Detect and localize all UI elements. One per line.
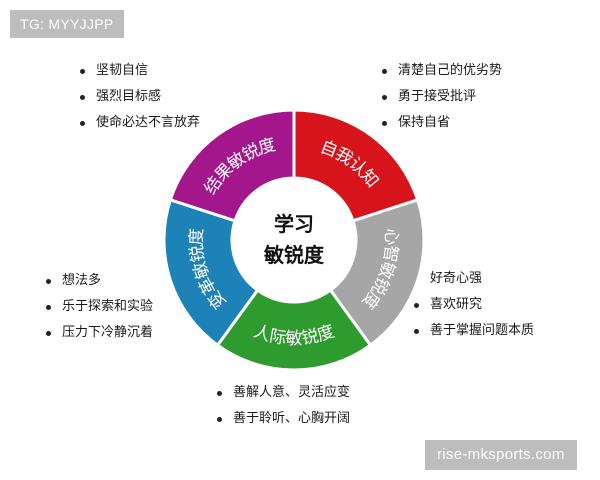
bullet-item: 乐于探索和实验 xyxy=(44,294,153,320)
watermark-top: TG: MYYJJPP xyxy=(10,10,124,38)
bullet-list-bottom: 善解人意、灵活应变 善于聆听、心胸开阔 xyxy=(215,380,350,432)
watermark-bottom: rise-mksports.com xyxy=(425,440,577,470)
bullet-item: 保持自省 xyxy=(380,110,502,136)
bullet-list-left: 想法多 乐于探索和实验 压力下冷静沉着 xyxy=(44,268,153,346)
bullet-item: 压力下冷静沉着 xyxy=(44,320,153,346)
segment-self-awareness xyxy=(292,108,420,223)
bullet-item: 勇于接受批评 xyxy=(380,84,502,110)
bullet-item: 善于掌握问题本质 xyxy=(412,318,534,344)
segment-mental-agility xyxy=(328,197,426,348)
center-disc xyxy=(232,178,356,302)
bullet-item: 喜欢研究 xyxy=(412,292,534,318)
bullet-item: 强烈目标感 xyxy=(78,84,200,110)
bullet-item: 坚韧自信 xyxy=(78,58,200,84)
center-title-line1: 学习 xyxy=(274,212,314,236)
bullet-list-top-left: 坚韧自信 强烈目标感 使命必达不言放弃 xyxy=(78,58,200,136)
center-title-line2: 敏锐度 xyxy=(263,243,325,267)
bullet-item: 善于聆听、心胸开阔 xyxy=(215,406,350,432)
bullet-item: 清楚自己的优劣势 xyxy=(380,58,502,84)
bullet-list-top-right: 清楚自己的优劣势 勇于接受批评 保持自省 xyxy=(380,58,502,136)
bullet-item: 善解人意、灵活应变 xyxy=(215,380,350,406)
bullet-item: 想法多 xyxy=(44,268,153,294)
segment-people-agility xyxy=(215,288,373,372)
bullet-item: 使命必达不言放弃 xyxy=(78,110,200,136)
